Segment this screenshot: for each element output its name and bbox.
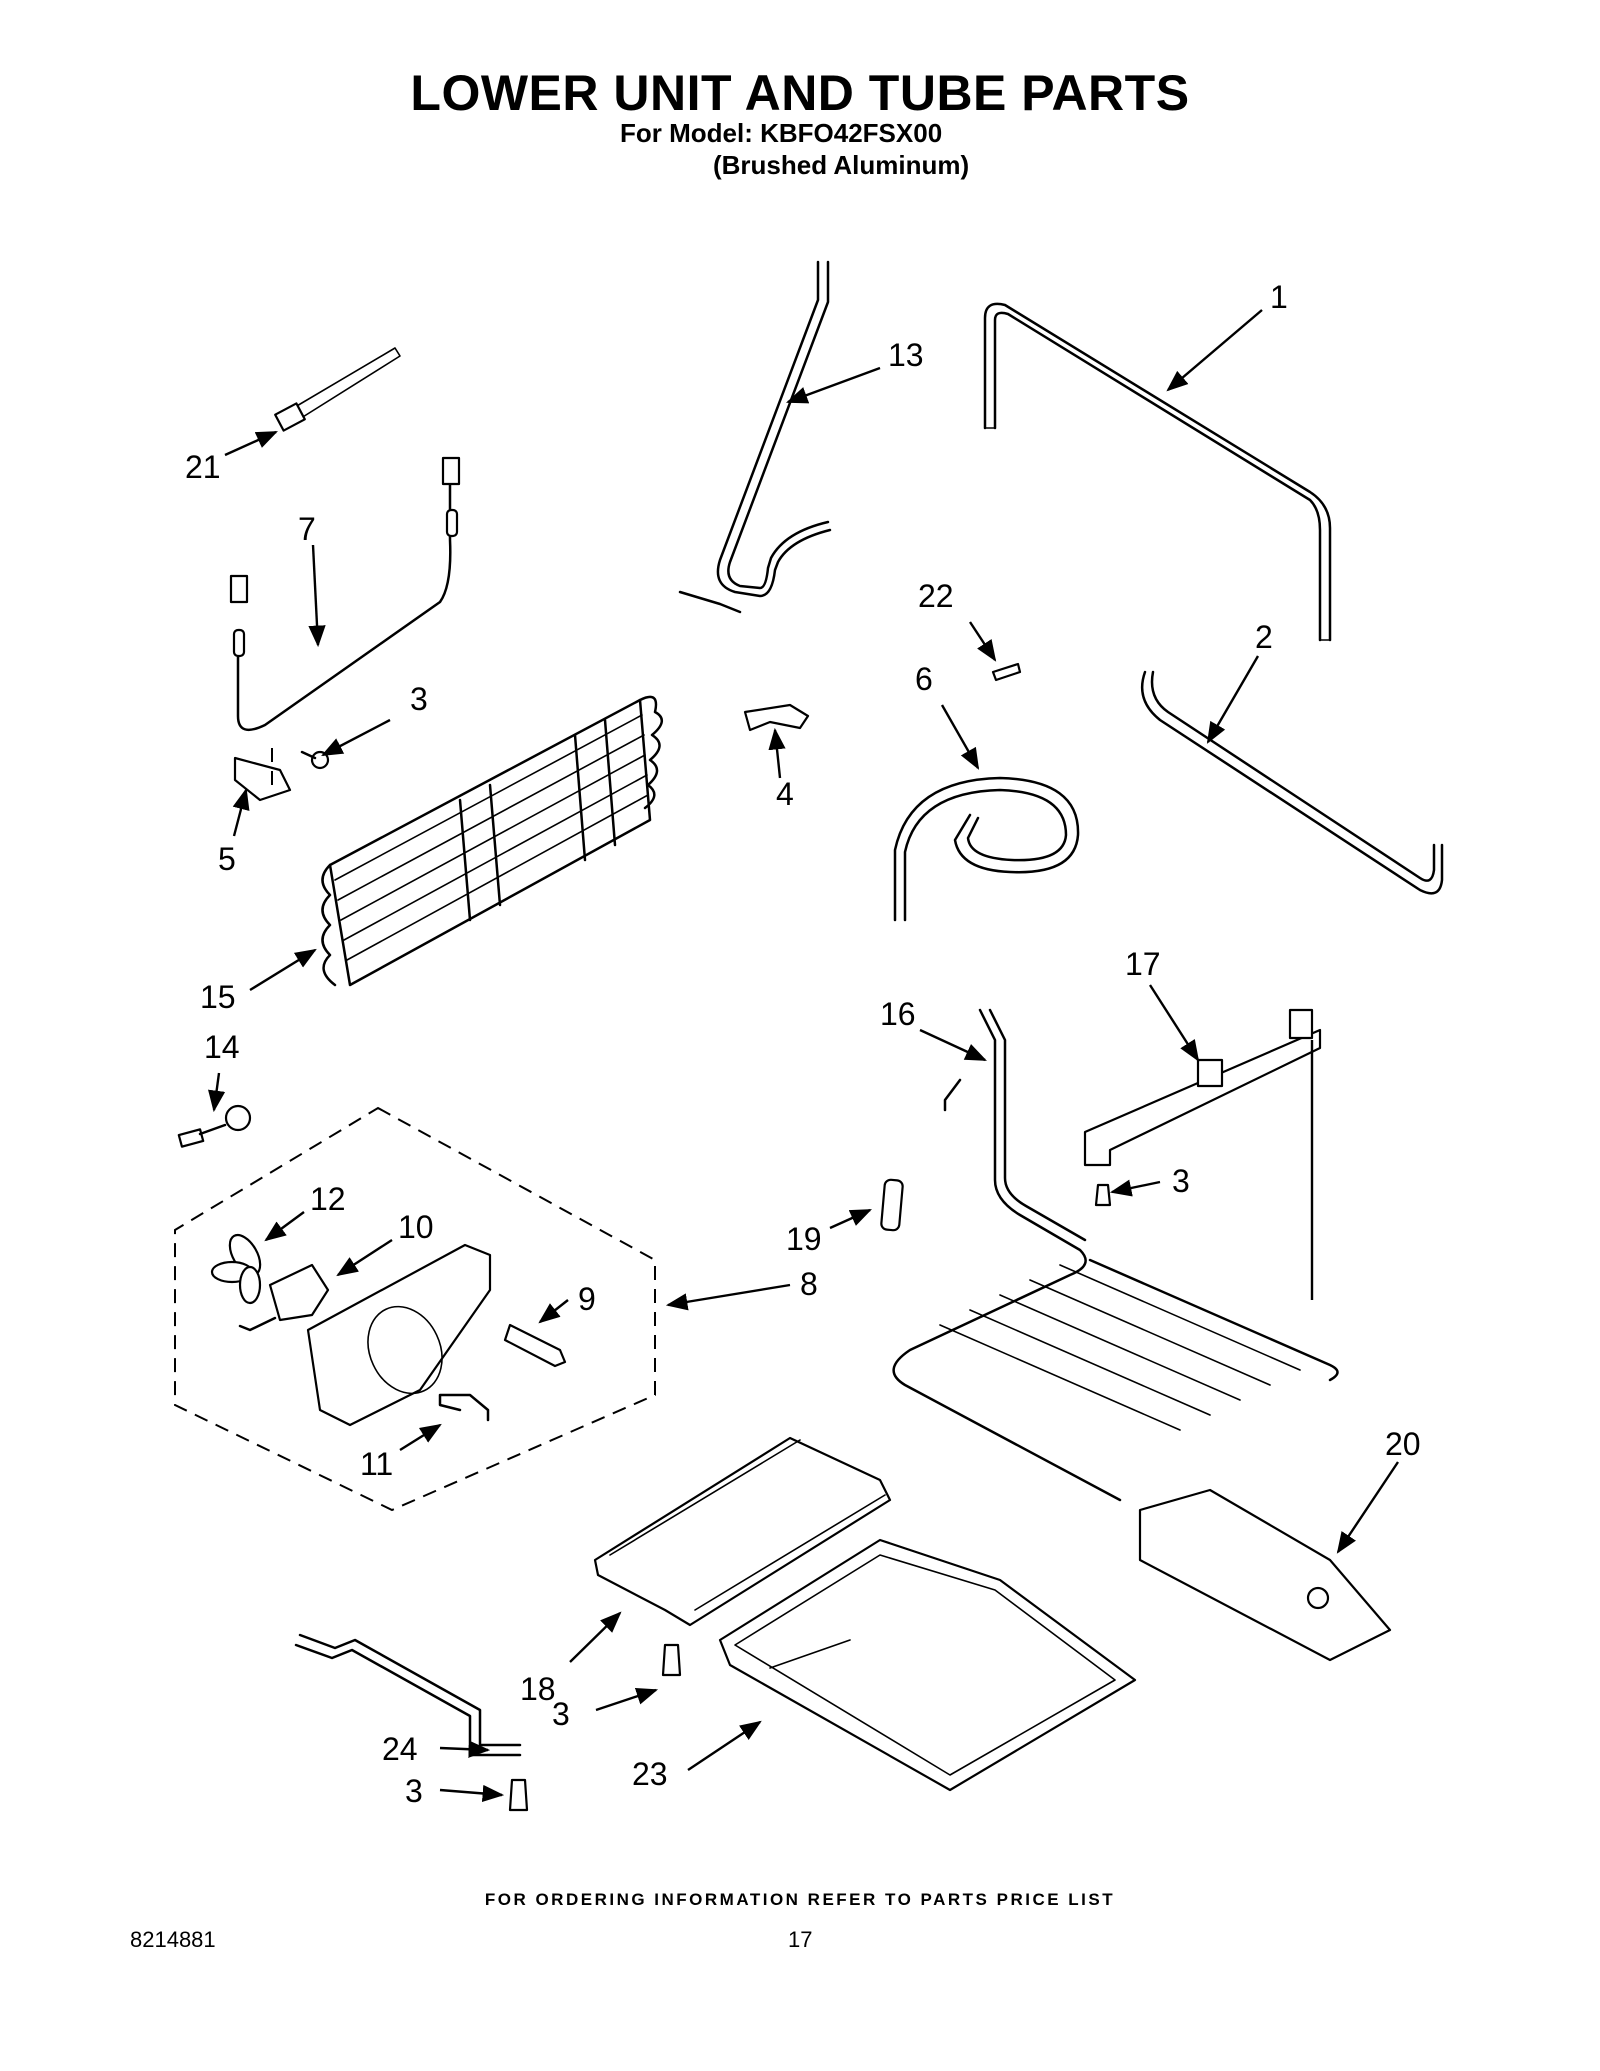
callout-3: 3	[410, 681, 428, 717]
callout-12: 12	[310, 1181, 346, 1217]
callout-4: 4	[776, 776, 794, 812]
ordering-note: FOR ORDERING INFORMATION REFER TO PARTS …	[484, 1890, 1116, 1909]
part-fan-shroud	[306, 1243, 492, 1427]
callout-9: 9	[578, 1281, 596, 1317]
part-20-drain-pan	[1138, 1488, 1392, 1662]
part-4-clip	[743, 703, 810, 732]
part-8-assembly-outline	[174, 1106, 656, 1512]
model-line: For Model: KBFO42FSX00	[620, 118, 943, 148]
document-number: 8214881	[130, 1927, 216, 1952]
part-16-drain-heater	[892, 1008, 1339, 1502]
part-2-tube	[1140, 670, 1444, 895]
part-1-tube	[983, 302, 1332, 642]
part-21-cable-tie	[274, 347, 401, 432]
part-5-bracket	[233, 748, 292, 802]
callout-3c: 3	[552, 1696, 570, 1732]
callout-3d: 3	[405, 1773, 423, 1809]
callout-15: 15	[200, 979, 236, 1015]
part-19-spacer	[880, 1178, 904, 1232]
page-title: LOWER UNIT AND TUBE PARTS	[410, 65, 1190, 121]
callout-7: 7	[298, 511, 316, 547]
callout-18: 18	[520, 1671, 556, 1707]
page-number: 17	[788, 1927, 813, 1952]
screw-icon	[508, 1183, 1112, 1812]
callout-24: 24	[382, 1731, 418, 1767]
callout-11: 11	[360, 1446, 393, 1482]
leader-lines	[208, 309, 1399, 1803]
part-12-fan-blade	[210, 1233, 262, 1305]
callout-23: 23	[632, 1756, 668, 1792]
callout-19: 19	[786, 1221, 822, 1257]
callout-labels: 1 13 21 7 3 5 4 22 6 2 15 14 16 17 3 19 …	[185, 279, 1421, 1809]
callout-5: 5	[218, 841, 236, 877]
callout-3b: 3	[1172, 1163, 1190, 1199]
callout-6: 6	[915, 661, 933, 697]
callout-14: 14	[204, 1029, 240, 1065]
callout-2: 2	[1255, 619, 1273, 655]
callout-17: 17	[1125, 946, 1161, 982]
part-22-clip	[991, 662, 1022, 682]
part-17-rail	[1083, 1008, 1322, 1300]
callout-20: 20	[1385, 1426, 1421, 1462]
finish-line: (Brushed Aluminum)	[713, 150, 970, 180]
part-11-bracket	[438, 1393, 490, 1422]
part-23-drain-pan	[718, 1538, 1137, 1792]
callout-10: 10	[398, 1209, 434, 1245]
part-15-condenser	[321, 695, 663, 987]
part-13-tube	[678, 260, 832, 614]
callout-22: 22	[918, 578, 954, 614]
callout-1: 1	[1270, 279, 1288, 315]
callout-16: 16	[880, 996, 916, 1032]
part-18-tray	[593, 1436, 892, 1627]
part-9-strap	[503, 1323, 567, 1368]
callout-21: 21	[185, 449, 221, 485]
part-6-coiled-tube	[893, 776, 1080, 922]
callout-13: 13	[888, 337, 924, 373]
part-10-motor	[238, 1263, 330, 1332]
part-14-sensor	[177, 1104, 252, 1148]
part-7-wire-harness	[229, 456, 461, 732]
callout-8: 8	[800, 1266, 818, 1302]
